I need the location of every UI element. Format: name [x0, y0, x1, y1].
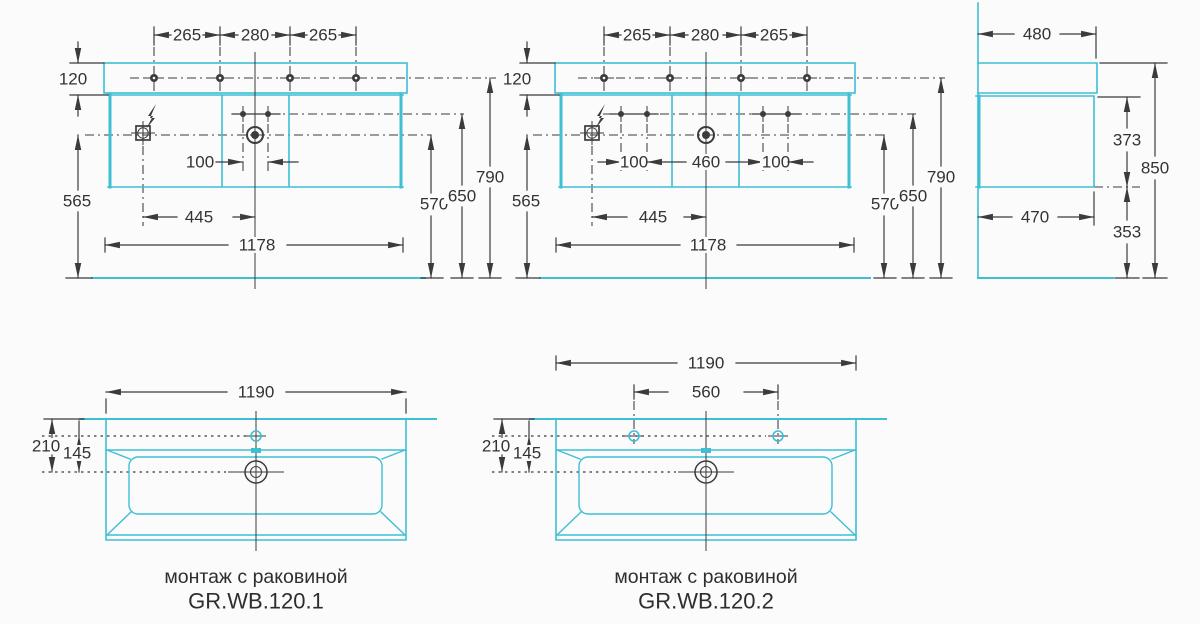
dim-bottom-depth: 470 [977, 191, 1095, 227]
lightning-icon [146, 104, 156, 129]
tap-hole-icon [264, 105, 272, 123]
sink-outline [529, 418, 887, 541]
caption: монтаж с раковиной [164, 566, 347, 588]
dim-tap-row: 100 460 100 [597, 153, 814, 172]
dim-sink-width: 1190 [555, 354, 857, 373]
dim-label: 145 [63, 444, 91, 463]
dim-sink-width: 1190 [105, 383, 407, 414]
dim-label: 850 [1141, 159, 1169, 178]
tap-hole-icon [759, 105, 767, 123]
dim-label: 120 [59, 70, 87, 89]
mounting-hole-icon [796, 67, 818, 89]
dim-label: 265 [623, 26, 651, 45]
dim-label: 480 [1023, 25, 1051, 44]
dim-label: 353 [1113, 223, 1141, 242]
dim-left-heights: 120 565 [501, 41, 560, 279]
cabinet-outline [539, 62, 871, 279]
overflow-icon [701, 448, 711, 453]
dim-label: 210 [482, 437, 510, 456]
dim-label: 265 [309, 26, 337, 45]
side-view: 480 470 373 353 850 [975, 2, 1174, 279]
plan-view-1: 1190 210 145 монтаж с раковиной GR.WB.12… [31, 383, 437, 614]
dim-label: 1178 [690, 236, 727, 255]
mounting-hole-icon [279, 67, 301, 89]
dim-tap-to-drain: 145 [512, 420, 543, 473]
dim-left-heights: 120 565 [57, 41, 109, 279]
dim-right-heights: 570 650 790 [867, 77, 960, 279]
dim-total-height: 850 [1099, 62, 1174, 279]
dim-label: 280 [241, 26, 269, 45]
dim-label: 470 [1021, 208, 1049, 227]
dim-tap-holes: 100 [183, 153, 299, 172]
dim-label: 565 [512, 192, 540, 211]
dim-label: 565 [63, 192, 91, 211]
dim-label: 210 [32, 437, 60, 456]
mounting-hole-icon [143, 67, 165, 89]
dim-label: 650 [448, 187, 476, 206]
overflow-icon [251, 448, 261, 453]
mounting-hole-icon [730, 67, 752, 89]
socket-icon [579, 120, 605, 146]
lightning-icon [595, 104, 605, 129]
dim-label: 1190 [688, 354, 725, 373]
tap-hole-icon [239, 105, 247, 123]
model-label: GR.WB.120.1 [188, 589, 324, 614]
dim-cabinet-width: 1178 [104, 236, 404, 255]
dim-label: 790 [476, 168, 504, 187]
dim-label: 145 [513, 444, 541, 463]
dim-wall-to-drain: 210 [481, 418, 512, 473]
sink-outline [79, 418, 437, 541]
mounting-hole-icon [593, 67, 615, 89]
dim-socket-to-center: 445 [591, 208, 707, 227]
dim-label: 445 [185, 208, 213, 227]
dim-label: 100 [186, 153, 214, 172]
dim-cabinet-width: 1178 [555, 236, 855, 255]
tap-hole-icon [784, 105, 792, 123]
dim-label: 790 [927, 168, 955, 187]
dim-label: 280 [691, 26, 719, 45]
cabinet-outline [975, 2, 1114, 279]
dim-label: 460 [692, 153, 720, 172]
plan-view-2: 1190 560 210 145 монтаж с раковиной [481, 354, 887, 614]
dim-tap-spacing: 560 [633, 383, 779, 402]
socket-icon [130, 120, 156, 146]
dim-socket-to-center: 445 [142, 208, 256, 227]
dim-label: 100 [620, 153, 648, 172]
dim-label: 265 [173, 26, 201, 45]
dim-label: 265 [760, 26, 788, 45]
dim-label: 570 [420, 195, 448, 214]
dim-depth: 480 [977, 25, 1097, 59]
dim-wall-to-drain: 210 [31, 418, 62, 473]
model-label: GR.WB.120.2 [638, 589, 774, 614]
dim-label: 120 [503, 70, 531, 89]
dim-label: 570 [871, 195, 899, 214]
dim-right-heights: 570 650 790 [416, 77, 509, 279]
dim-label: 650 [899, 187, 927, 206]
mounting-hole-icon [659, 67, 681, 89]
front-view-1: 265 280 265 120 565 100 [57, 26, 509, 289]
dim-mount-spacing: 265 280 265 [603, 26, 808, 46]
dim-label: 100 [762, 153, 790, 172]
mounting-hole-icon [209, 67, 231, 89]
tap-hole-icon [643, 105, 651, 123]
dim-label: 445 [639, 208, 667, 227]
dim-tap-to-drain: 145 [62, 420, 93, 473]
dim-label: 373 [1113, 131, 1141, 150]
front-view-2: 265 280 265 120 565 100 [501, 26, 960, 289]
mounting-hole-icon [345, 67, 367, 89]
dim-cabinet-height: 373 [1097, 96, 1146, 188]
tap-hole-icon [617, 105, 625, 123]
caption: монтаж с раковиной [614, 566, 797, 588]
dim-under-cabinet: 353 [1109, 186, 1146, 279]
dim-label: 560 [692, 383, 720, 402]
dim-label: 1178 [239, 236, 276, 255]
dim-label: 1190 [238, 383, 275, 402]
dim-mount-spacing: 265 280 265 [153, 26, 357, 46]
